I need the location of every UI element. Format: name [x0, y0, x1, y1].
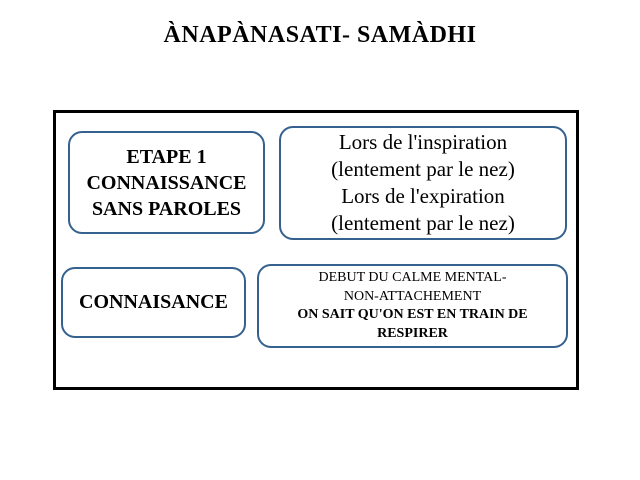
- box-line: DEBUT DU CALME MENTAL-: [318, 270, 507, 285]
- box-line: Lors de l'expiration: [341, 184, 505, 208]
- box-line: RESPIRER: [377, 325, 448, 341]
- box-line: (lentement par le nez): [331, 211, 515, 235]
- box-line: CONNAISSANCE: [86, 171, 247, 194]
- box-line: SANS PAROLES: [91, 197, 242, 220]
- box-line: CONNAISANCE: [79, 291, 228, 313]
- box-line: ETAPE 1: [126, 145, 207, 168]
- box-line: ON SAIT QU'ON EST EN TRAIN DE: [297, 307, 528, 322]
- diagram-frame: [53, 110, 579, 390]
- box-line: NON-ATTACHEMENT: [343, 288, 482, 304]
- box-calme-mental: DEBUT DU CALME MENTAL- NON-ATTACHEMENT O…: [257, 264, 568, 348]
- box-connaisance: CONNAISANCE: [61, 267, 246, 338]
- box-line: (lentement par le nez): [331, 157, 515, 181]
- box-etape-1-connaissance-sans-paroles: ETAPE 1 CONNAISSANCE SANS PAROLES: [68, 131, 265, 234]
- page-title: ÀNAPÀNASATI- SAMÀDHI: [163, 22, 477, 48]
- box-line: Lors de l'inspiration: [338, 130, 508, 154]
- box-inspiration-expiration: Lors de l'inspiration (lentement par le …: [279, 126, 567, 240]
